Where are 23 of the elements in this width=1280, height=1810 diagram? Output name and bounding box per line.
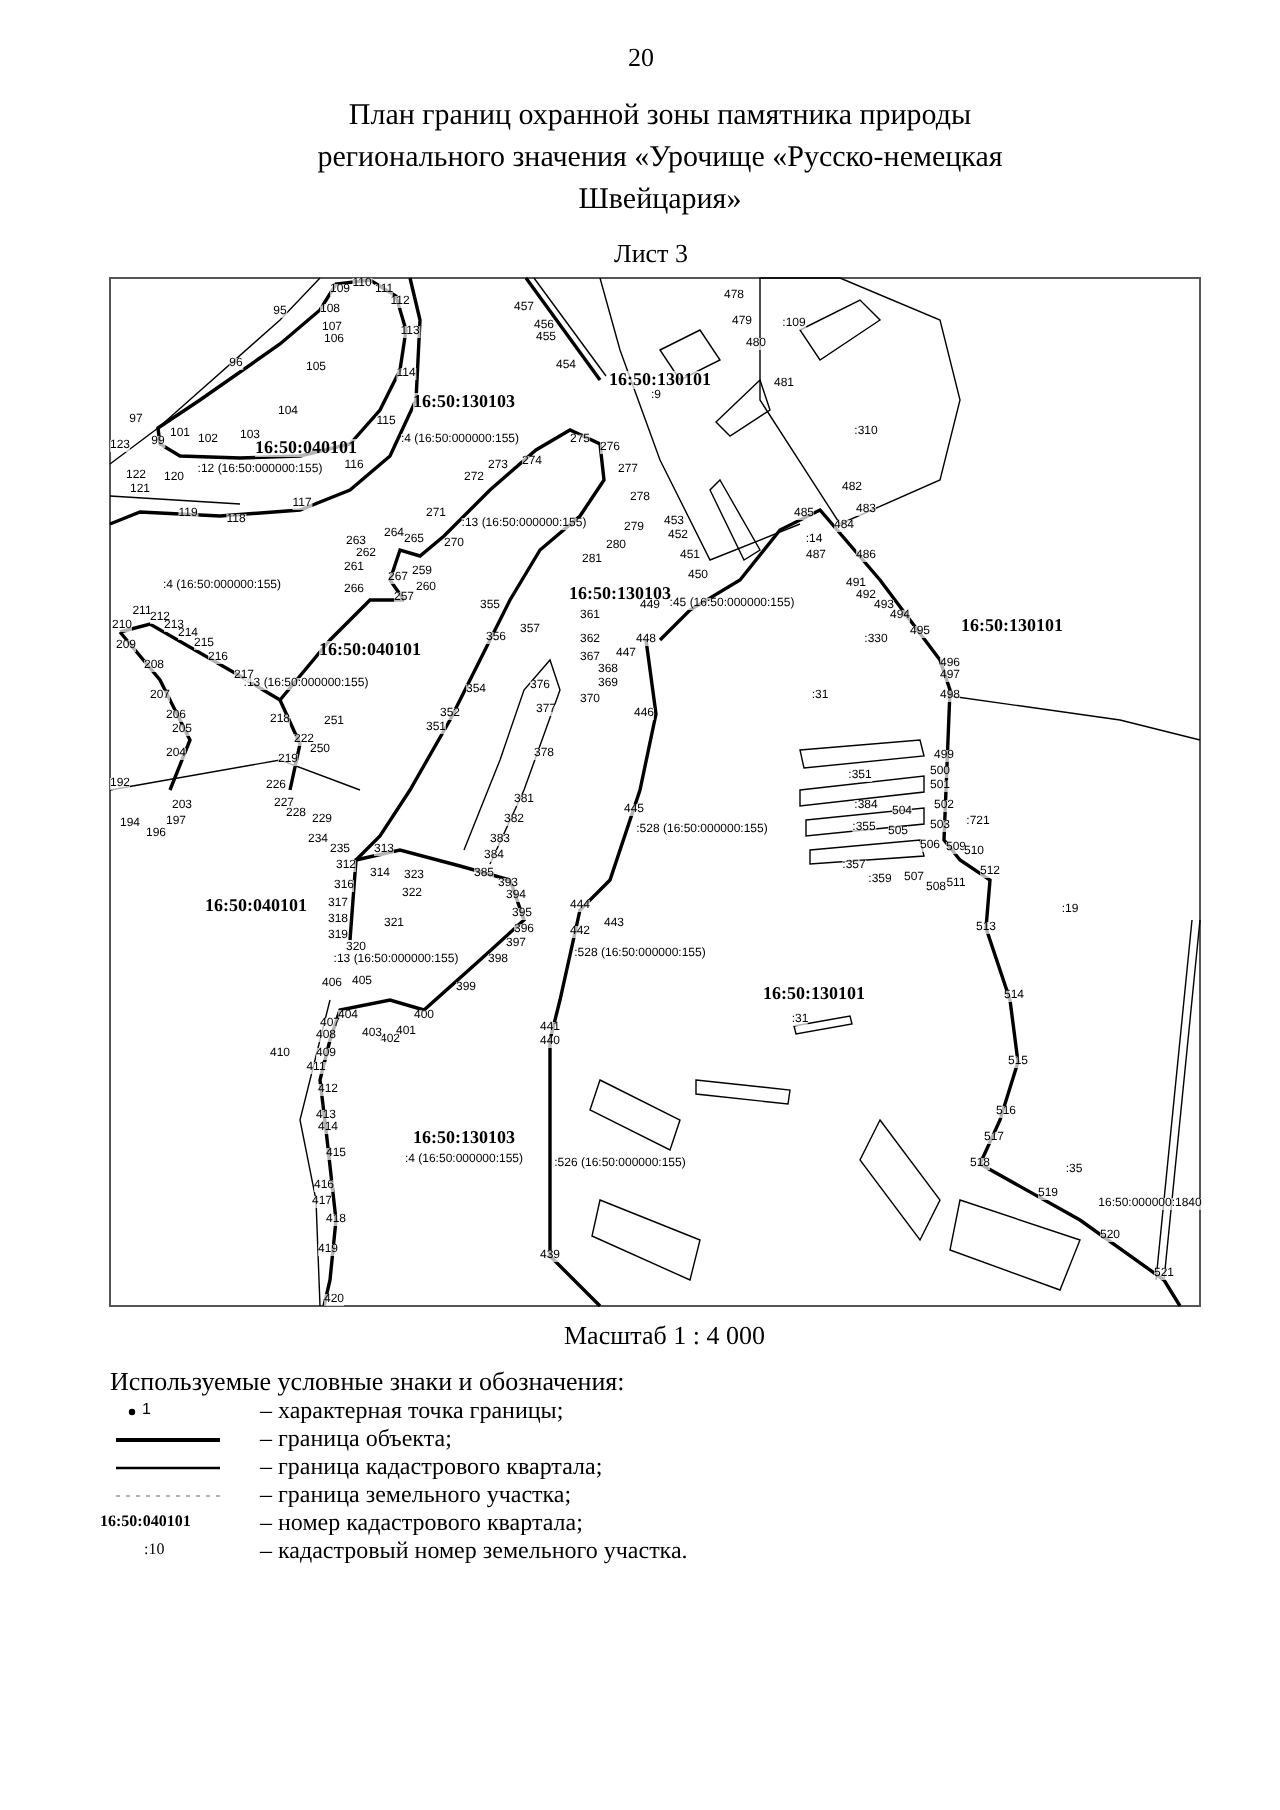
quarter-number: 16:50:130103 [413,1129,515,1147]
sheet-number: Лист 3 [614,240,688,266]
quarter-number: 16:50:130101 [609,371,711,389]
quarter-number: 16:50:040101 [205,897,307,915]
quarter-number: 16:50:130101 [763,985,865,1003]
legend-text: – граница кадастрового квартала; [260,1454,603,1478]
quarter-number: 16:50:040101 [255,439,357,457]
legend-sample: :10 [144,1542,165,1558]
legend-text: – граница объекта; [260,1426,452,1450]
quarter-number: 16:50:130103 [413,393,515,411]
legend-text: – кадастровый номер земельного участка. [260,1538,688,1562]
legend-heading: Используемые условные знаки и обозначения: [110,1368,625,1394]
title: План границ охранной зоны памятника природы регионального значения «Урочище «Русско-немецкая Швейцария» [315,98,1005,220]
quarter-number: 16:50:130103 [569,585,671,603]
legend-text: – характерная точка границы; [260,1398,564,1422]
legend-sample: 16:50:040101 [100,1514,191,1530]
legend-sample: 1 [142,1402,151,1418]
legend-text: – номер кадастрового квартала; [260,1510,583,1534]
quarter-number: 16:50:040101 [319,641,421,659]
scale-note: Масштаб 1 : 4 000 [564,1322,765,1348]
page-number: 20 [628,44,654,70]
quarter-number: 16:50:130101 [961,617,1063,635]
legend-text: – граница земельного участка; [260,1482,572,1506]
